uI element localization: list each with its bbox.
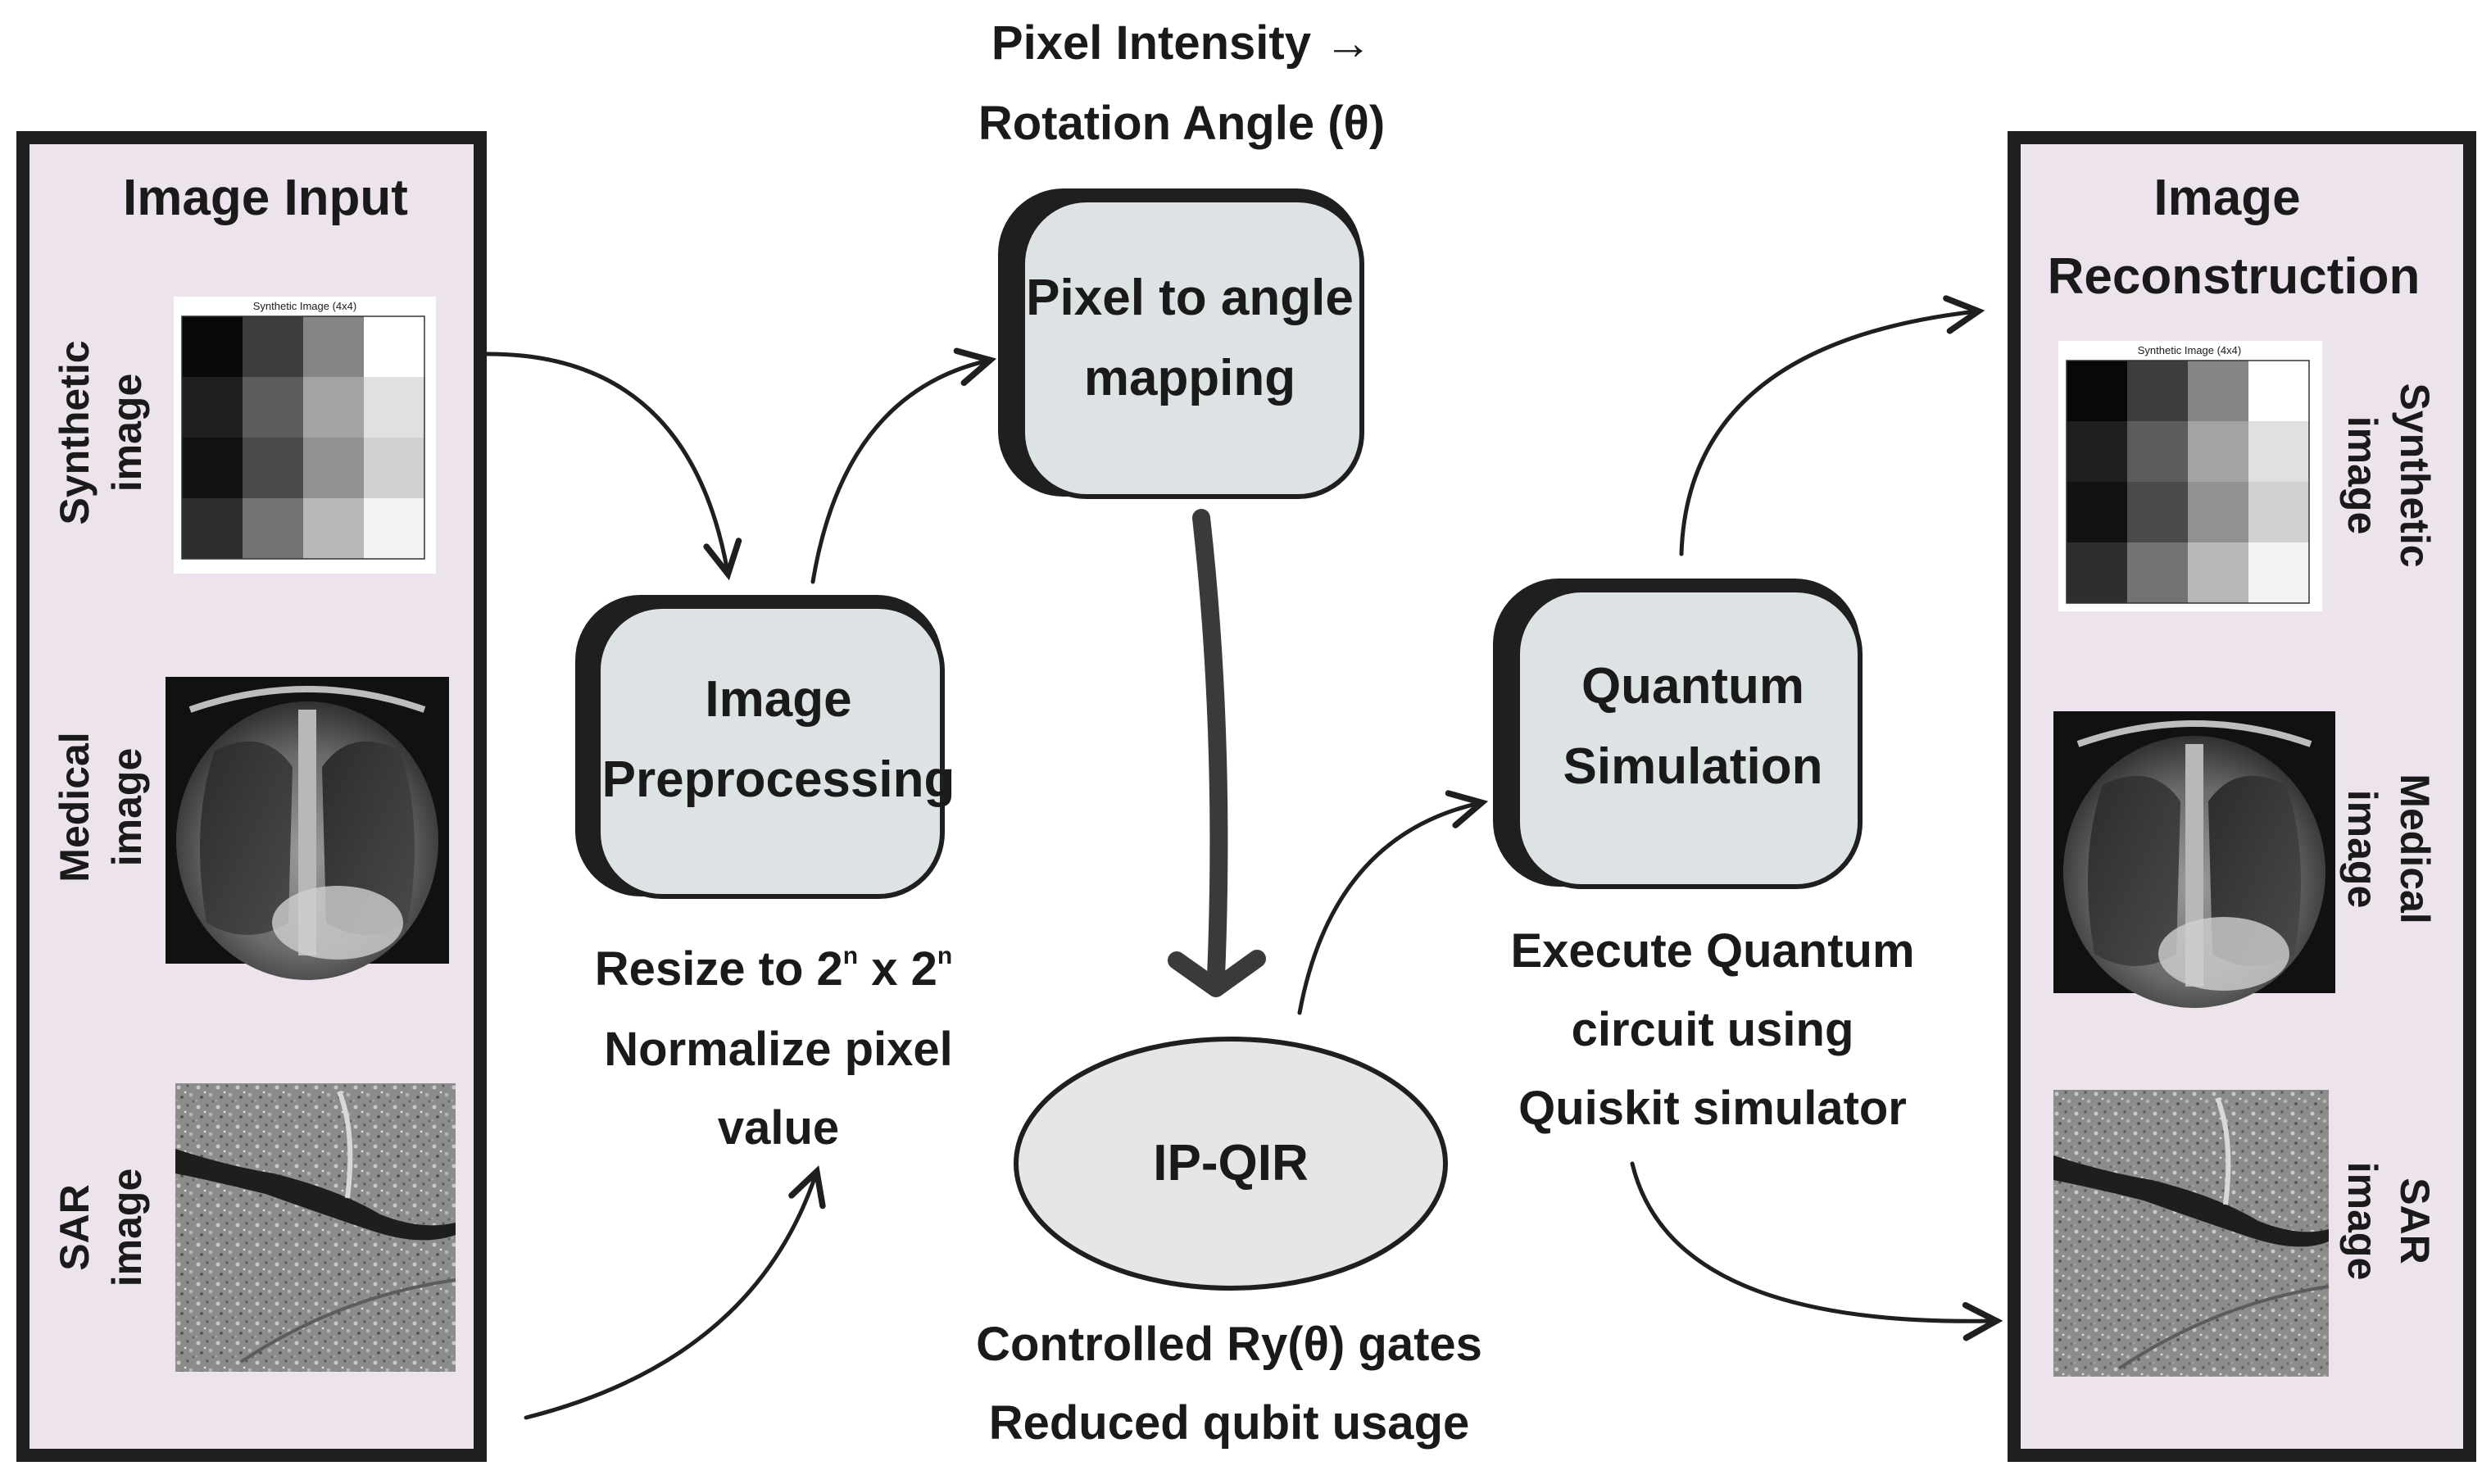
synthetic-pixel-cell	[243, 498, 303, 559]
quantum-note-line3: Quiskit simulator	[1518, 1082, 1907, 1135]
synthetic-pixel-cell	[303, 438, 364, 498]
reconstruction-title-line2: Reconstruction	[2048, 248, 2421, 305]
synthetic-pixel-cell	[2127, 421, 2188, 482]
input-sar-label: SAR image	[52, 1169, 150, 1287]
svg-text:SAR: SAR	[52, 1184, 98, 1271]
svg-text:Synthetic: Synthetic	[2392, 383, 2438, 567]
synthetic-pixel-cell	[182, 438, 243, 498]
synthetic-pixel-cell	[303, 498, 364, 559]
arrow-input-to-preprocessing	[483, 352, 728, 572]
synthetic-pixel-cell	[364, 316, 424, 377]
synthetic-pixel-cell	[2188, 421, 2248, 482]
synthetic-pixel-cell	[364, 377, 424, 438]
reconstruction-synthetic-thumb-title: Synthetic Image (4x4)	[2138, 344, 2241, 356]
synthetic-pixel-cell	[2067, 542, 2127, 603]
ipqir-note-line1: Controlled Ry(θ) gates	[976, 1318, 1482, 1371]
top-note-line2: Rotation Angle (θ)	[978, 97, 1385, 150]
top-note-line1: Pixel Intensity →	[991, 16, 1372, 70]
synthetic-pixel-cell	[2188, 482, 2248, 542]
synthetic-pixel-cell	[2067, 421, 2127, 482]
input-panel-title: Image Input	[123, 170, 408, 226]
svg-text:image: image	[2339, 790, 2385, 909]
input-synthetic-image: Synthetic Image (4x4)	[174, 297, 436, 574]
input-panel: Image Input Synthetic Image (4x4) Sy	[16, 131, 487, 1462]
input-sar-image	[175, 1083, 456, 1372]
synthetic-pixel-cell	[303, 377, 364, 438]
synthetic-pixel-cell	[2188, 542, 2248, 603]
input-medical-label: Medical image	[52, 732, 150, 882]
pixel-to-angle-box: Pixel to angle mapping	[998, 188, 1364, 499]
synthetic-pixel-cell	[2127, 482, 2188, 542]
input-medical-image	[166, 677, 449, 980]
preprocessing-note-line1: Resize to 2n x 2n	[595, 942, 952, 996]
svg-text:image: image	[104, 374, 150, 492]
svg-text:SAR: SAR	[2392, 1178, 2438, 1264]
reconstruction-medical-label: Medical image	[2339, 774, 2438, 924]
svg-text:image: image	[2339, 1162, 2385, 1281]
quantum-simulation-line2: Simulation	[1563, 738, 1823, 795]
input-synthetic-thumb-title: Synthetic Image (4x4)	[253, 300, 356, 312]
svg-text:image: image	[104, 748, 150, 867]
arrow-preprocessing-to-pixel-angle	[810, 361, 988, 584]
reconstruction-title-line1: Image	[2153, 170, 2300, 226]
reconstruction-panel: Image Reconstruction Synthetic Image (4x…	[2008, 131, 2476, 1462]
quantum-note-line1: Execute Quantum	[1510, 924, 1914, 978]
synthetic-pixel-cell	[303, 316, 364, 377]
synthetic-pixel-cell	[182, 377, 243, 438]
synthetic-pixel-cell	[2248, 542, 2309, 603]
quantum-simulation-box: Quantum Simulation	[1493, 579, 1863, 889]
synthetic-pixel-cell	[364, 498, 424, 559]
reconstruction-sar-image	[2053, 1090, 2330, 1377]
preprocessing-fill	[596, 604, 945, 899]
reconstruction-sar-label: SAR image	[2339, 1162, 2438, 1281]
synthetic-pixel-cell	[2188, 361, 2248, 421]
synthetic-pixel-cell	[2067, 361, 2127, 421]
ipqir-ellipse	[1014, 1037, 1448, 1291]
ipqir-node: IP-QIR	[1014, 1037, 1448, 1291]
input-synthetic-label: Synthetic image	[52, 340, 150, 524]
synthetic-pixel-cell	[243, 316, 303, 377]
pixel-to-angle-line1: Pixel to angle	[1026, 270, 1354, 326]
synthetic-pixel-cell	[182, 498, 243, 559]
svg-text:Synthetic: Synthetic	[52, 340, 98, 524]
svg-text:Medical: Medical	[2392, 774, 2438, 924]
preprocessing-line1: Image	[705, 671, 851, 728]
arrow-ipqir-to-quantum	[1297, 803, 1480, 1015]
reconstruction-synthetic-image: Synthetic Image (4x4)	[2058, 341, 2322, 611]
svg-text:image: image	[104, 1169, 150, 1287]
svg-text:Medical: Medical	[52, 732, 98, 882]
synthetic-pixel-cell	[2127, 361, 2188, 421]
svg-text:image: image	[2339, 416, 2385, 535]
synthetic-pixel-cell	[2067, 482, 2127, 542]
preprocessing-note-line3: value	[718, 1101, 839, 1155]
synthetic-pixel-cell	[2248, 482, 2309, 542]
arrow-quantum-to-reconstruction-bottom	[1630, 1161, 1994, 1321]
arrow-quantum-to-reconstruction-top	[1679, 311, 1976, 556]
synthetic-pixel-cell	[2127, 542, 2188, 603]
reconstruction-medical-image	[2053, 711, 2335, 1008]
pixel-to-angle-fill	[1020, 197, 1364, 499]
synthetic-pixel-cell	[364, 438, 424, 498]
synthetic-pixel-cell	[2248, 361, 2309, 421]
arrow-sar-to-preprocessing	[524, 1173, 816, 1420]
ipqir-label: IP-QIR	[1153, 1135, 1308, 1191]
pixel-to-angle-line2: mapping	[1084, 350, 1295, 406]
reconstruction-synthetic-label: Synthetic image	[2339, 383, 2438, 567]
ipqir-note-line2: Reduced qubit usage	[989, 1396, 1470, 1450]
synthetic-pixel-cell	[243, 438, 303, 498]
preprocessing-line2: Preprocessing	[602, 751, 955, 808]
preprocessing-box: Image Preprocessing	[575, 595, 955, 899]
arrow-pixel-angle-to-ipqir	[1192, 509, 1228, 986]
quantum-simulation-fill	[1515, 588, 1863, 889]
arrow-pixel-angle-to-ipqir-head	[1168, 950, 1266, 997]
synthetic-pixel-cell	[243, 377, 303, 438]
quantum-note-line2: circuit using	[1572, 1003, 1854, 1056]
quantum-simulation-line1: Quantum	[1581, 658, 1804, 715]
preprocessing-note-line2: Normalize pixel	[604, 1023, 952, 1076]
synthetic-pixel-cell	[2248, 421, 2309, 482]
synthetic-pixel-cell	[182, 316, 243, 377]
